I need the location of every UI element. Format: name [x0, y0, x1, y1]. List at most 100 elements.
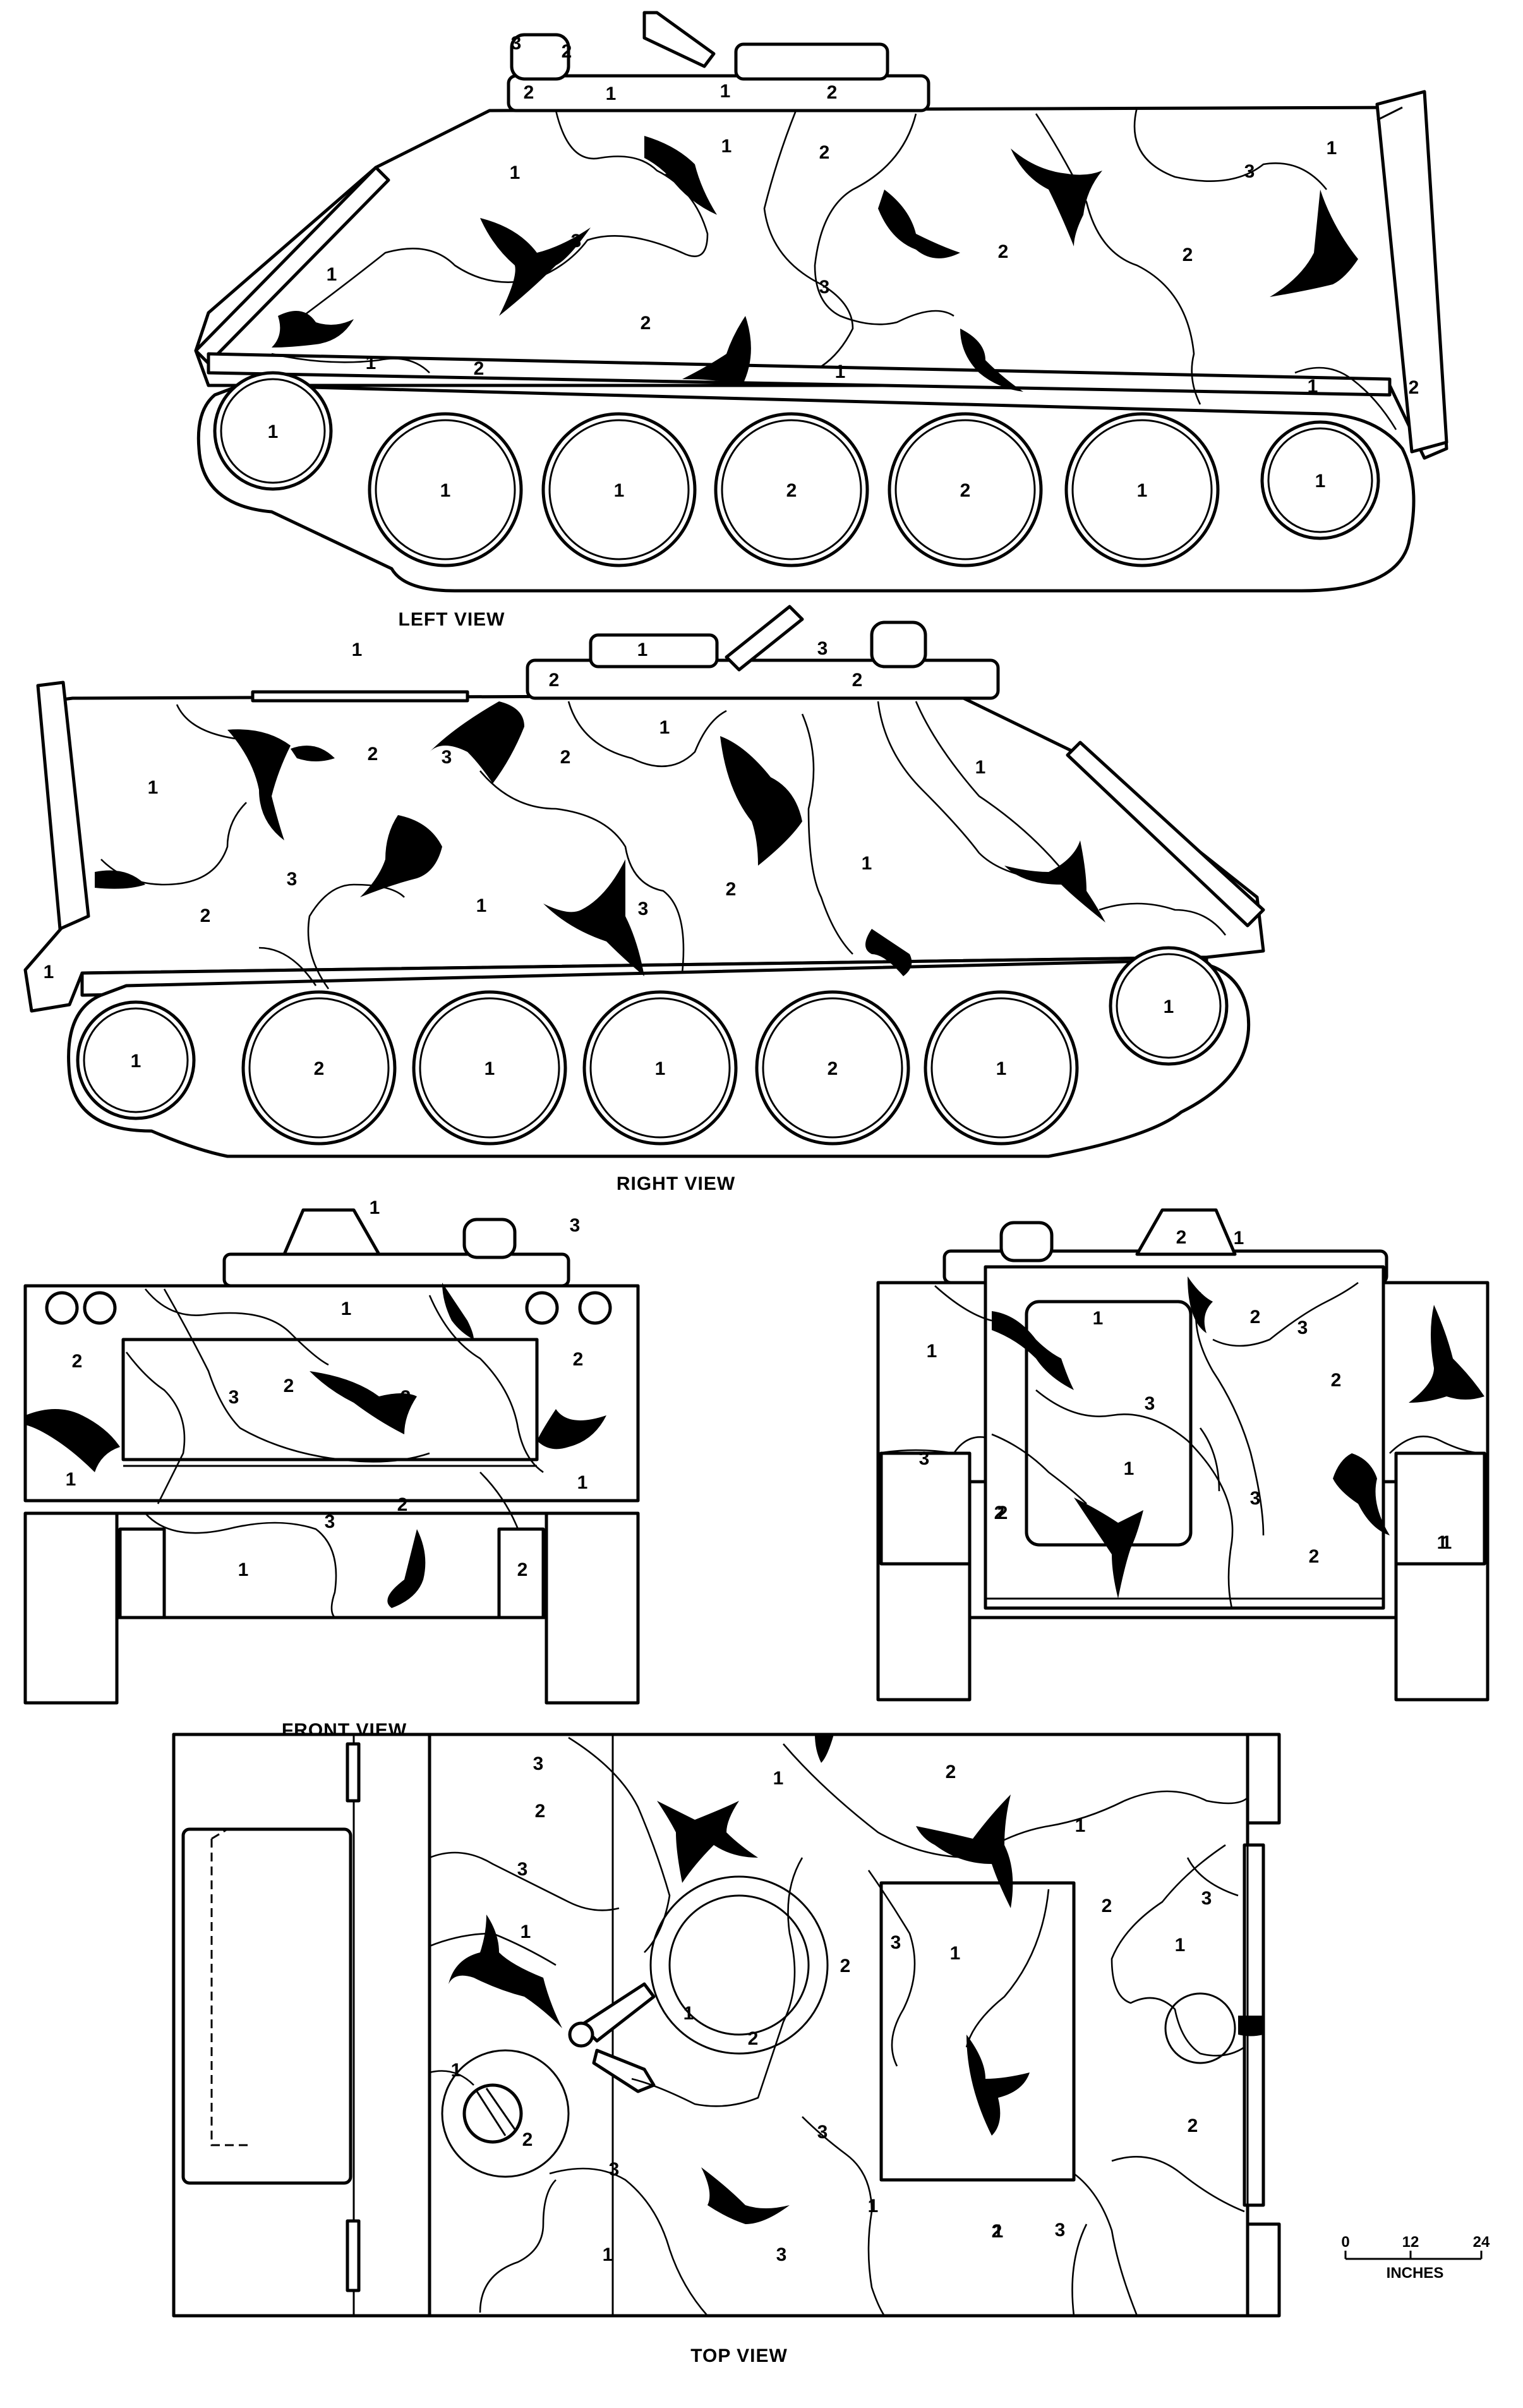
top-view-camo-black: [966, 2035, 1030, 2136]
wheel-color-label: 1: [1315, 471, 1326, 492]
front-view-camo-black: [387, 1529, 426, 1608]
road-wheel-rim: [220, 378, 326, 484]
top-view-vent: [1164, 1992, 1236, 2064]
color-number-label: 1: [1175, 1935, 1186, 1956]
front-view-left-sprocket: [118, 1527, 166, 1619]
road-wheel-rim: [589, 997, 731, 1139]
front-view-camo-line: [145, 1513, 337, 1618]
top-view-camo-line: [568, 1736, 671, 1953]
color-number-label: 1: [476, 895, 487, 916]
right-view-camo-black: [291, 746, 335, 761]
wheel-color-label: 1: [655, 1058, 666, 1079]
rear-view-camo-line: [1389, 1436, 1485, 1455]
color-number-label: 2: [1409, 377, 1419, 398]
road-wheel-rim: [83, 1007, 189, 1113]
rear-view-camo-line: [1035, 1389, 1234, 1609]
color-number-label: 1: [927, 1341, 937, 1362]
top-view-camo-black: [448, 1915, 562, 2028]
front-view-camo-line: [125, 1352, 186, 1504]
top-view-camo-line: [802, 2116, 886, 2316]
top-view-driver-hatch: [441, 2049, 570, 2178]
color-number-label: 1: [327, 264, 337, 285]
road-wheel-rim: [721, 419, 862, 560]
color-number-label: 1: [352, 639, 363, 660]
scale-tick-0: 0: [1341, 2234, 1349, 2251]
left-view-camo-line: [1133, 107, 1328, 190]
road-wheel-rim: [762, 997, 903, 1139]
top-view-camo-line: [429, 1851, 620, 1911]
color-number-label: 2: [1176, 1227, 1187, 1248]
top-view-cargo-hatch: [879, 1881, 1076, 2182]
color-number-label: 1: [683, 2003, 694, 2024]
road-wheel-rim: [419, 997, 560, 1139]
top-view-camo-line: [783, 1743, 1248, 1859]
top-view-headlight-guard: [346, 2219, 361, 2292]
wheel-color-label: 2: [786, 480, 797, 501]
left-view-periscope: [642, 11, 716, 68]
color-number-label: 3: [665, 161, 675, 182]
right-view-camo-black: [1004, 840, 1105, 923]
rear-view-camo-line: [1195, 1292, 1265, 1536]
color-number-label: 1: [1093, 1308, 1104, 1329]
color-number-label: 1: [773, 1768, 784, 1789]
front-view-cupola: [222, 1252, 570, 1288]
color-number-label: 1: [1075, 1815, 1086, 1836]
road-wheel: [1109, 946, 1229, 1066]
color-number-label: 2: [748, 2028, 759, 2049]
color-number-label: 1: [521, 1921, 531, 1942]
right-view-camo-black: [360, 815, 442, 897]
color-number-label: 2: [1188, 2115, 1198, 2136]
left-view-camo-line: [1294, 366, 1397, 430]
color-number-label: 1: [366, 353, 376, 373]
front-view-right-track: [545, 1511, 640, 1705]
right-view-camo-line: [915, 701, 1075, 885]
front-view-driver-hatch: [462, 1218, 517, 1259]
top-view-rear-stowage: [1246, 2222, 1281, 2318]
road-wheel: [888, 412, 1043, 567]
color-number-label: 1: [637, 639, 648, 660]
right-view-camo-line: [100, 802, 247, 886]
color-number-label: 2: [1183, 245, 1193, 265]
road-wheel: [755, 990, 910, 1146]
color-number-label: 1: [451, 2060, 462, 2081]
front-view-camo-line: [428, 1295, 544, 1473]
wheel-color-label: 1: [614, 480, 625, 501]
color-number-label: 2: [474, 358, 485, 379]
left-view-trim-vane: [194, 166, 390, 365]
top-view-trim-vane-fold: [210, 1828, 253, 2146]
color-number-label: 1: [835, 361, 846, 382]
right-view-periscope: [725, 605, 804, 672]
rear-view-camo-black: [1333, 1453, 1390, 1535]
color-number-label: 2: [535, 1801, 546, 1822]
top-view-camo-line: [1073, 2172, 1138, 2316]
right-view-driver-hatch: [870, 620, 927, 669]
road-wheel-rim: [248, 997, 390, 1139]
right-view-camo-line: [1099, 902, 1227, 936]
front-view-lower-hull: [115, 1511, 548, 1619]
color-number-label: 2: [517, 1559, 528, 1580]
left-view-camo-line: [271, 353, 430, 373]
left-view-camo-line: [1035, 113, 1201, 405]
wheel-color-label: 1: [485, 1058, 495, 1079]
color-number-label: 2: [560, 747, 571, 768]
wheel-color-label: 2: [960, 480, 971, 501]
color-number-label: 1: [148, 777, 159, 798]
color-number-label: 1: [603, 2244, 613, 2265]
color-number-label: 3: [817, 2122, 828, 2143]
color-number-label: 2: [994, 1503, 1005, 1523]
color-number-label: 3: [638, 898, 649, 919]
top-view-commander-cupola: [649, 1875, 829, 2055]
top-view-camo-black: [701, 2167, 790, 2224]
color-number-label: 3: [817, 638, 828, 659]
left-view-camo-black: [1270, 190, 1358, 297]
color-number-label: 1: [993, 2221, 1004, 2242]
road-wheel: [412, 990, 567, 1146]
wheel-color-label: 1: [1137, 480, 1148, 501]
top-view-trim-vane: [181, 1827, 352, 2185]
scale-tick-24: 24: [1473, 2234, 1490, 2251]
road-wheel-rim: [894, 419, 1036, 560]
right-view-camo-line: [567, 701, 727, 768]
front-view-camo-line: [163, 1288, 430, 1463]
